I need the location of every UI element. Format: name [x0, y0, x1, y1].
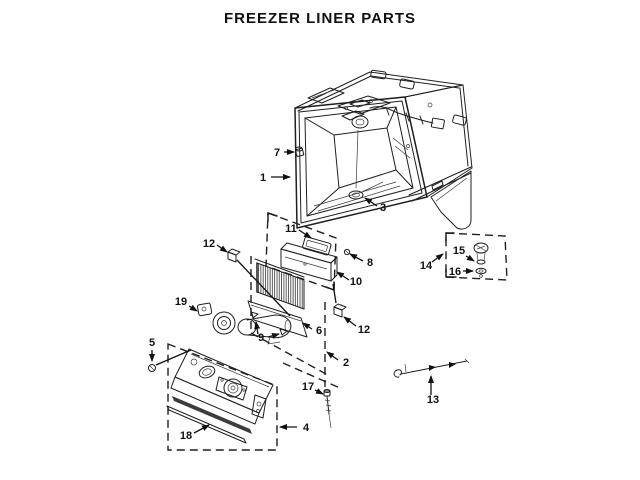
plug-15 — [473, 242, 489, 265]
screw-8 — [343, 248, 351, 256]
callout-17: 17 — [302, 381, 314, 393]
callout-10: 10 — [350, 276, 362, 288]
clip-12-left — [227, 248, 291, 317]
fan-motor-19 — [197, 302, 292, 345]
evaporator-cover-6 — [247, 300, 308, 338]
icemaker-fill-harness — [307, 87, 445, 189]
duct-cover-10 — [280, 242, 338, 282]
washer-16 — [475, 267, 487, 278]
callout-5: 5 — [149, 337, 155, 349]
callout-6: 6 — [316, 325, 322, 337]
clip-9-a — [250, 311, 259, 319]
side-rail — [408, 166, 472, 202]
callout-11: 11 — [285, 223, 297, 235]
screw-7 — [295, 146, 305, 157]
callout-1: 1 — [260, 172, 266, 184]
clip-12-right — [332, 283, 347, 318]
callout-leaders — [149, 149, 475, 434]
drain-grommet — [348, 181, 384, 200]
floor-cover-dashed-box — [167, 342, 278, 451]
callout-12-right: 12 — [358, 324, 370, 336]
callout-labels: 1 2 3 4 5 6 7 8 9 10 11 12 12 13 14 15 1… — [149, 147, 465, 442]
callout-16: 16 — [449, 266, 461, 278]
mounting-tab — [370, 69, 467, 126]
duct-grille-11 — [302, 236, 332, 256]
callout-19: 19 — [175, 296, 187, 308]
defrost-tube-13 — [393, 358, 470, 378]
evaporator-coil — [254, 258, 305, 310]
callout-13: 13 — [427, 394, 439, 406]
screw-5 — [148, 349, 192, 372]
callout-2: 2 — [343, 357, 349, 369]
callout-18: 18 — [180, 430, 192, 442]
callout-14: 14 — [420, 260, 433, 272]
side-flap — [430, 170, 472, 230]
callout-9: 9 — [258, 332, 264, 344]
callout-7: 7 — [274, 147, 280, 159]
front-trim-18 — [166, 396, 252, 444]
callout-8: 8 — [367, 257, 373, 269]
alignment-dashed-lines — [250, 256, 341, 389]
callout-4: 4 — [303, 422, 310, 434]
grommet-dashed-box — [445, 232, 508, 281]
callout-15: 15 — [453, 245, 465, 257]
callout-12-left: 12 — [203, 238, 215, 250]
screw-17 — [323, 389, 332, 429]
clip-9-b — [279, 328, 288, 336]
callout-3: 3 — [380, 202, 386, 214]
floor-cover-assembly — [166, 348, 274, 444]
page-title: FREEZER LINER PARTS — [224, 10, 416, 27]
